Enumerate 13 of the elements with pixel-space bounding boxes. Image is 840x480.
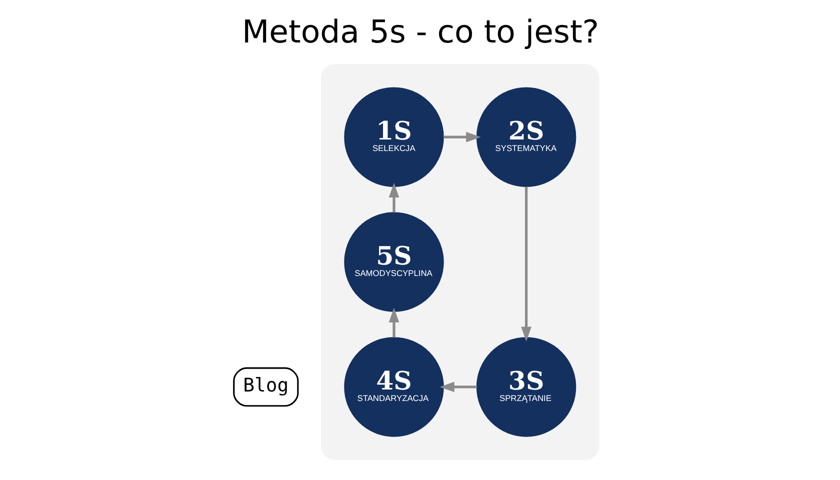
- arrow: [443, 131, 480, 142]
- node-box: Blog: [232, 366, 298, 406]
- arrow: [520, 186, 531, 342]
- node-circle: 4S STANDARYZACJA: [344, 336, 444, 436]
- diagram-title: Metoda 5s - co to jest?: [241, 14, 599, 50]
- node-circle: 3S SPRZĄTANIE: [476, 336, 576, 436]
- node-circle: 5S SAMODYSCYPLINA: [344, 212, 444, 312]
- arrow: [439, 381, 476, 392]
- arrow: [388, 182, 399, 212]
- node-circle: 1S SELEKCJA: [344, 86, 444, 186]
- node-circle: 2S SYSTEMATYKA: [476, 86, 576, 186]
- cluster: [320, 64, 599, 460]
- arrow: [388, 307, 399, 337]
